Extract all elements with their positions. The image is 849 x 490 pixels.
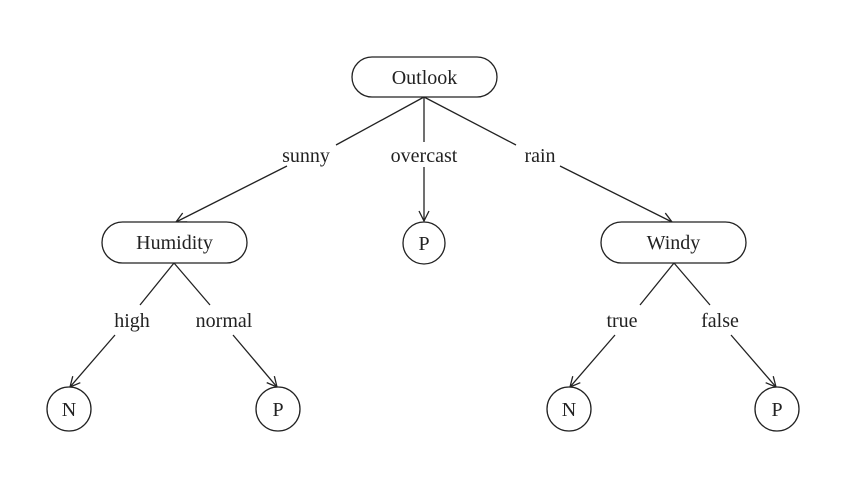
- leaf-overcast-shape: [402, 221, 446, 265]
- edge-true: true: [570, 262, 675, 387]
- edge-line-upper: [639, 262, 675, 306]
- edge-line-upper: [335, 96, 425, 146]
- edge-line-lower: [570, 334, 616, 387]
- leaf-normal-shape: [255, 386, 301, 432]
- edge-high: high: [70, 262, 175, 387]
- edge-label-true: true: [606, 310, 637, 332]
- leaf-normal-label: P: [272, 399, 283, 421]
- leaf-false-shape: [754, 386, 800, 432]
- edge-line-upper: [139, 262, 175, 306]
- node-humidity-label: Humidity: [136, 232, 213, 254]
- edge-line-lower: [559, 165, 672, 222]
- edge-label-sunny: sunny: [282, 145, 330, 167]
- node-windy-shape: [600, 221, 747, 264]
- node-humidity: Humidity: [101, 221, 248, 264]
- edge-line-upper: [173, 262, 211, 306]
- edge-line-upper: [673, 262, 711, 306]
- edge-normal: normal: [173, 262, 277, 387]
- leaf-false: P: [754, 386, 800, 432]
- leaf-true-label: N: [562, 399, 576, 421]
- leaf-high-label: N: [62, 399, 76, 421]
- edge-line-lower: [176, 165, 288, 222]
- edge-label-false: false: [701, 310, 739, 332]
- leaf-true: N: [546, 386, 592, 432]
- edge-label-high: high: [114, 310, 150, 332]
- leaf-normal: P: [255, 386, 301, 432]
- edge-label-rain: rain: [524, 145, 555, 167]
- node-humidity-shape: [101, 221, 248, 264]
- leaf-false-label: P: [771, 399, 782, 421]
- edge-line-lower: [70, 334, 116, 387]
- edge-sunny: sunny: [176, 96, 425, 222]
- edge-overcast: overcast: [391, 97, 458, 221]
- node-windy-label: Windy: [647, 232, 701, 254]
- edge-false: false: [673, 262, 776, 387]
- leaf-overcast: P: [402, 221, 446, 265]
- edge-label-normal: normal: [196, 310, 253, 332]
- leaf-high: N: [46, 386, 92, 432]
- edge-line-lower: [730, 334, 776, 387]
- edge-rain: rain: [423, 96, 672, 222]
- edge-label-overcast: overcast: [391, 145, 458, 167]
- leaf-high-shape: [46, 386, 92, 432]
- node-outlook-shape: [351, 56, 498, 98]
- leaf-overcast-label: P: [418, 233, 429, 255]
- edge-line-upper: [423, 96, 517, 146]
- node-windy: Windy: [600, 221, 747, 264]
- edge-line-lower: [232, 334, 277, 387]
- leaf-true-shape: [546, 386, 592, 432]
- node-outlook: Outlook: [351, 56, 498, 98]
- node-outlook-label: Outlook: [392, 67, 458, 89]
